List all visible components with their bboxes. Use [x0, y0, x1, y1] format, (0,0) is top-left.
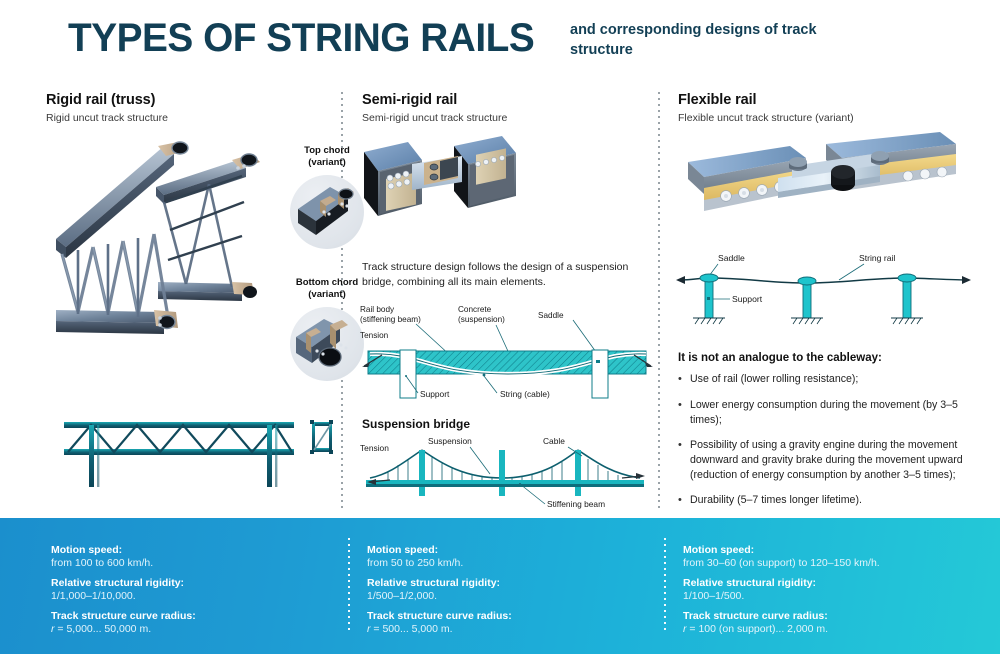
spec-rigidity-label: Relative structural rigidity:	[51, 577, 185, 589]
column-semi-rigid-rail: Semi-rigid rail Semi-rigid uncut track s…	[360, 92, 662, 509]
bullet-icon: •	[678, 373, 682, 385]
spec-speed-value: from 30–60 (on support) to 120–150 km/h.	[683, 557, 880, 569]
specs-rigid: Motion speed: from 100 to 600 km/h. Rela…	[51, 544, 341, 635]
bullet-icon: •	[678, 438, 682, 451]
list-item-text: Use of rail (lower rolling resistance);	[690, 373, 859, 385]
spec-rigidity-label: Relative structural rigidity:	[683, 577, 817, 589]
spec-radius-number: = 5,000... 50,000 m.	[54, 623, 152, 635]
specs-semi-rigid: Motion speed: from 50 to 250 km/h. Relat…	[367, 544, 657, 635]
list-item: • Possibility of using a gravity engine …	[678, 438, 966, 483]
spec-radius-label: Track structure curve radius:	[51, 610, 196, 622]
spec-radius-symbol: r	[683, 623, 687, 635]
truss-schematic	[64, 420, 333, 487]
suspension-bridge-title: Suspension bridge	[362, 417, 471, 431]
column-rigid-rail: Rigid rail (truss) Rigid uncut track str…	[46, 92, 364, 487]
spec-radius-value: r = 100 (on support)... 2,000 m.	[683, 623, 973, 635]
detail-top-chord: Top chord(variant)	[278, 145, 376, 249]
detail-bottom-chord-label: Bottom chord(variant)	[295, 277, 359, 300]
label-string-cable: String (cable)	[500, 389, 550, 399]
specs-bar	[0, 518, 1000, 654]
column-title-semi-rigid: Semi-rigid rail	[362, 92, 458, 108]
detail-top-chord-circle	[290, 174, 364, 249]
string-rail-diagram: Saddle String rail Support	[676, 253, 971, 325]
specs-flexible: Motion speed: from 30–60 (on support) to…	[683, 544, 973, 635]
label-bridge-tension: Tension	[360, 443, 389, 453]
spec-radius-symbol: r	[51, 623, 55, 635]
label-suspension: Suspension	[428, 436, 472, 446]
track-structure-diagram: Rail body (stiffening beam) Concrete (su…	[360, 305, 653, 399]
column-subtitle-rigid: Rigid uncut track structure	[46, 112, 168, 124]
column-flexible-rail: Flexible rail Flexible uncut track struc…	[676, 92, 978, 506]
spec-speed-label: Motion speed:	[367, 544, 439, 556]
spec-rigidity-label: Relative structural rigidity:	[367, 577, 501, 589]
spec-radius-number: = 100 (on support)... 2,000 m.	[686, 623, 829, 635]
detail-bottom-chord: Bottom chord(variant)	[278, 277, 376, 381]
spec-speed-value: from 50 to 250 km/h.	[367, 557, 464, 569]
header: TYPES OF STRING RAILS and corresponding …	[0, 0, 1000, 86]
cableway-title: It is not an analogue to the cableway:	[678, 352, 882, 364]
label-saddle-3: Saddle	[718, 253, 745, 263]
specs-divider-1	[348, 538, 350, 634]
label-concrete-2: (suspension)	[458, 315, 505, 324]
suspension-bridge-diagram: Tension Suspension Cable	[360, 436, 645, 509]
label-stiffening-beam: Stiffening beam	[547, 499, 605, 509]
spec-radius-value: r = 5,000... 50,000 m.	[51, 623, 341, 635]
column-title-flexible: Flexible rail	[678, 92, 757, 108]
semi-rigid-rail-image	[364, 136, 516, 216]
detail-bottom-chord-circle	[290, 306, 364, 381]
bullet-icon: •	[678, 398, 682, 411]
spec-radius-value: r = 500... 5,000 m.	[367, 623, 657, 635]
column-divider-1	[341, 92, 343, 510]
spec-rigidity-value: 1/1,000–1/10,000.	[51, 590, 136, 602]
bullet-icon: •	[678, 493, 682, 506]
spec-rigidity-value: 1/500–1/2,000.	[367, 590, 438, 602]
spec-speed-label: Motion speed:	[51, 544, 123, 556]
list-item: • Lower energy consumption during the mo…	[678, 398, 966, 428]
label-cable: Cable	[543, 436, 565, 446]
label-concrete: Concrete	[458, 305, 492, 314]
cableway-list: • Use of rail (lower rolling resistance)…	[678, 372, 966, 518]
page-subtitle: and corresponding designs of track struc…	[570, 22, 817, 58]
bottom-chord-section-icon	[296, 318, 348, 367]
label-support-3: Support	[732, 294, 763, 304]
label-rail-body: Rail body	[360, 305, 395, 314]
flexible-rail-image	[688, 132, 956, 211]
specs-divider-2	[664, 538, 666, 634]
column-subtitle-flexible: Flexible uncut track structure (variant)	[678, 112, 854, 124]
spec-rigidity-value: 1/100–1/500.	[683, 590, 745, 602]
spec-speed-label: Motion speed:	[683, 544, 755, 556]
page-title: TYPES OF STRING RAILS	[68, 16, 535, 60]
label-tension: Tension	[360, 331, 389, 340]
list-item-text: Lower energy consumption during the move…	[690, 398, 958, 426]
semi-rigid-note: Track structure design follows the desig…	[362, 261, 629, 289]
spec-radius-label: Track structure curve radius:	[683, 610, 828, 622]
spec-speed-value: from 100 to 600 km/h.	[51, 557, 154, 569]
top-chord-section-icon	[298, 186, 354, 235]
column-subtitle-semi-rigid: Semi-rigid uncut track structure	[362, 112, 508, 124]
spec-radius-symbol: r	[367, 623, 371, 635]
label-rail-body-2: (stiffening beam)	[360, 315, 421, 324]
list-item: • Use of rail (lower rolling resistance)…	[678, 372, 966, 388]
label-saddle: Saddle	[538, 311, 564, 320]
column-title-rigid: Rigid rail (truss)	[46, 92, 156, 108]
rigid-truss-image	[56, 141, 260, 334]
list-item-text: Durability (5–7 times longer lifetime).	[690, 493, 862, 506]
label-string-rail: String rail	[859, 253, 895, 263]
spec-radius-number: = 500... 5,000 m.	[370, 623, 453, 635]
list-item: • Durability (5–7 times longer lifetime)…	[678, 493, 966, 509]
column-divider-2	[658, 92, 660, 510]
list-item-text: Possibility of using a gravity engine du…	[690, 438, 963, 481]
detail-top-chord-label: Top chord(variant)	[304, 145, 350, 168]
spec-radius-label: Track structure curve radius:	[367, 610, 512, 622]
label-support: Support	[420, 389, 450, 399]
